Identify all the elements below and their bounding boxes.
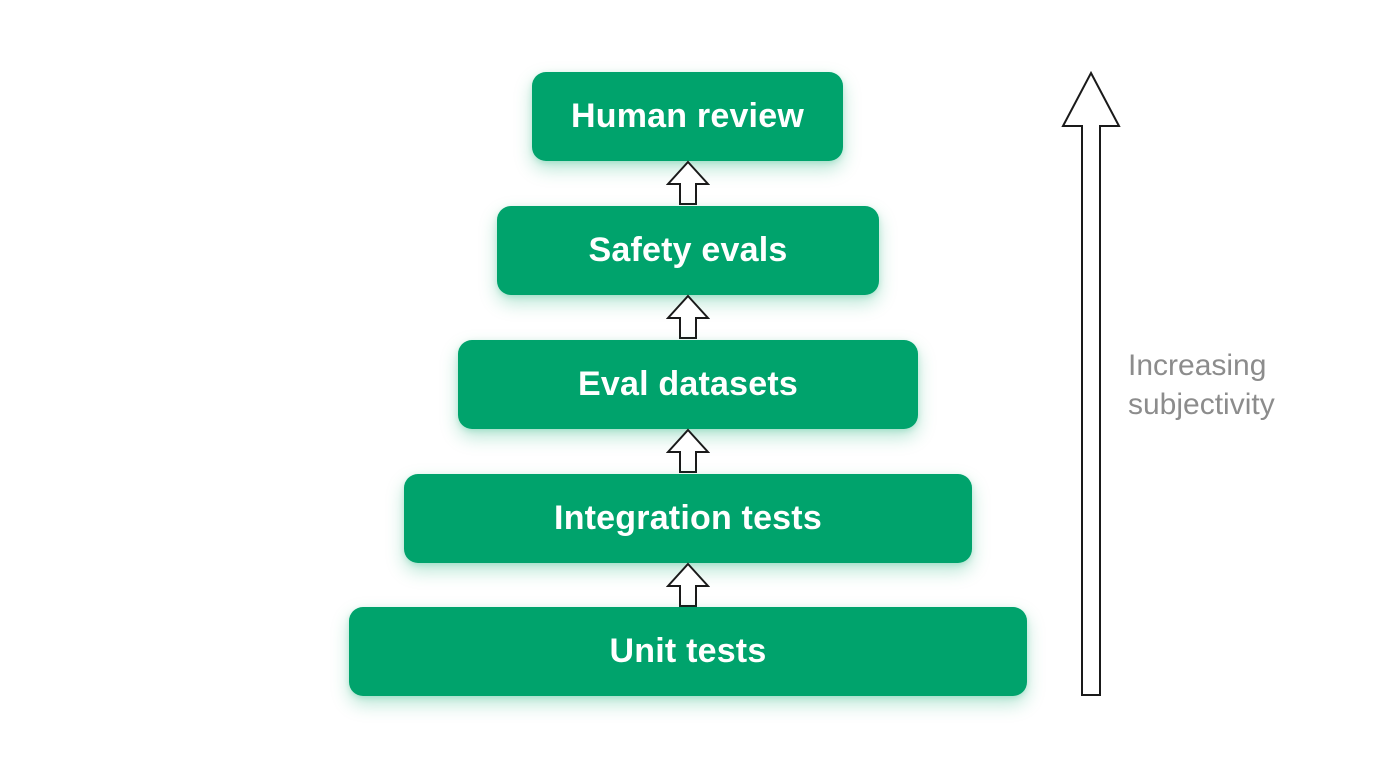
level-label-safety-evals: Safety evals xyxy=(588,231,788,269)
level-label-eval-datasets: Eval datasets xyxy=(578,365,798,403)
level-label-unit-tests: Unit tests xyxy=(609,632,767,670)
axis-label: Increasing subjectivity xyxy=(1128,346,1348,424)
level-box-integration-tests: Integration tests xyxy=(404,474,972,563)
level-box-unit-tests: Unit tests xyxy=(349,607,1027,696)
up-arrow-icon xyxy=(666,294,710,340)
subjectivity-axis-arrow-icon xyxy=(1058,70,1124,700)
up-arrow-icon xyxy=(666,428,710,474)
level-box-safety-evals: Safety evals xyxy=(497,206,879,295)
up-arrow-icon xyxy=(666,562,710,608)
level-box-human-review: Human review xyxy=(532,72,843,161)
axis-label-line-2: subjectivity xyxy=(1128,388,1275,421)
level-box-eval-datasets: Eval datasets xyxy=(458,340,918,429)
level-label-human-review: Human review xyxy=(571,97,804,135)
axis-label-line-1: Increasing xyxy=(1128,349,1267,382)
up-arrow-icon xyxy=(666,160,710,206)
level-label-integration-tests: Integration tests xyxy=(554,499,822,537)
